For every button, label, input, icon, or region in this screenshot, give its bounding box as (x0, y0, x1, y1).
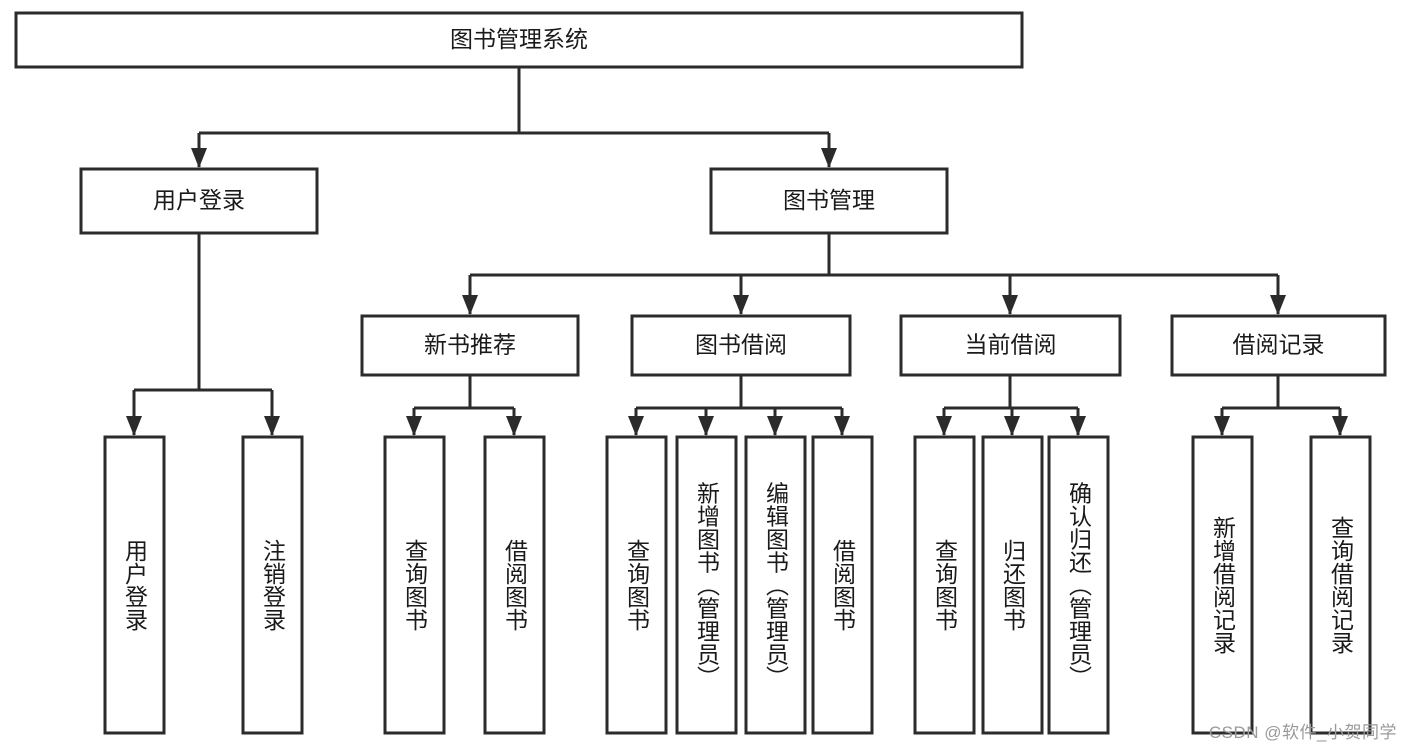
node-label: 当前借阅 (965, 332, 1057, 358)
arrow-head-icon (698, 416, 714, 436)
node-label: 借阅图书 (502, 539, 529, 631)
connector-newbook_to_leaves (412, 375, 516, 435)
node-box[interactable] (630, 314, 852, 377)
node-box[interactable] (383, 435, 446, 735)
node-box[interactable] (79, 167, 319, 235)
node-box[interactable] (811, 435, 874, 735)
node-box[interactable] (981, 435, 1044, 735)
node-box[interactable] (1047, 435, 1110, 735)
node-label: 图书管理系统 (450, 26, 588, 52)
arrow-head-icon (126, 416, 142, 436)
leaf-node-注销登录[interactable]: 注销登录 (241, 435, 304, 735)
node-box[interactable] (14, 11, 1024, 69)
node-box[interactable] (360, 314, 580, 377)
arrow-head-icon (767, 416, 783, 436)
node-label: 图书借阅 (695, 332, 787, 358)
node-box[interactable] (241, 435, 304, 735)
leaf-node-查询图书[interactable]: 查询图书 (383, 435, 446, 735)
node-box[interactable] (103, 435, 166, 735)
leaf-node-确认归还管理员[interactable]: 确认归还（管理员） (1047, 435, 1110, 735)
node-label: 查询借阅记录 (1328, 516, 1355, 654)
connector-login_to_leaves (132, 233, 274, 435)
node-box[interactable] (1191, 435, 1254, 735)
arrow-head-icon (834, 416, 850, 436)
node-label: 用户登录 (153, 187, 245, 213)
node-label: 查询图书 (932, 539, 959, 631)
module-node-用户登录[interactable]: 用户登录 (79, 167, 319, 235)
arrow-head-icon (506, 416, 522, 436)
node-label: 新书推荐 (424, 332, 516, 358)
submodule-node-新书推荐[interactable]: 新书推荐 (360, 314, 580, 377)
leaf-node-新增借阅记录[interactable]: 新增借阅记录 (1191, 435, 1254, 735)
leaf-node-归还图书[interactable]: 归还图书 (981, 435, 1044, 735)
leaf-node-借阅图书[interactable]: 借阅图书 (483, 435, 546, 735)
node-label: 借阅记录 (1233, 332, 1325, 358)
node-label: 图书管理 (783, 187, 875, 213)
node-label: 新增借阅记录 (1210, 516, 1237, 654)
arrow-head-icon (733, 295, 749, 315)
node-label: 确认归还（管理员） (1066, 482, 1093, 689)
node-label: 新增图书（管理员） (694, 482, 721, 689)
leaf-node-用户登录[interactable]: 用户登录 (103, 435, 166, 735)
arrow-head-icon (821, 148, 837, 168)
arrow-head-icon (1332, 416, 1348, 436)
submodule-node-图书借阅[interactable]: 图书借阅 (630, 314, 852, 377)
node-box[interactable] (605, 435, 668, 735)
leaf-node-查询图书[interactable]: 查询图书 (913, 435, 976, 735)
arrow-head-icon (1270, 295, 1286, 315)
node-label: 归还图书 (1000, 539, 1027, 631)
node-label: 查询图书 (624, 539, 651, 631)
node-box[interactable] (899, 314, 1122, 377)
arrow-head-icon (1004, 416, 1020, 436)
root-node-图书管理系统[interactable]: 图书管理系统 (14, 11, 1024, 69)
leaf-node-查询借阅记录[interactable]: 查询借阅记录 (1309, 435, 1372, 735)
connector-borrow_to_leaves (634, 375, 844, 435)
node-label: 注销登录 (260, 539, 287, 631)
leaf-node-查询图书[interactable]: 查询图书 (605, 435, 668, 735)
arrow-head-icon (936, 416, 952, 436)
arrow-head-icon (462, 295, 478, 315)
node-box[interactable] (483, 435, 546, 735)
connector-root_to_level2 (197, 67, 831, 167)
node-label: 借阅图书 (830, 539, 857, 631)
leaf-node-借阅图书[interactable]: 借阅图书 (811, 435, 874, 735)
node-box[interactable] (1309, 435, 1372, 735)
leaf-node-编辑图书管理员[interactable]: 编辑图书（管理员） (744, 435, 807, 735)
submodule-node-借阅记录[interactable]: 借阅记录 (1170, 314, 1387, 377)
arrow-head-icon (1214, 416, 1230, 436)
connector-record_to_leaves (1220, 375, 1342, 435)
node-box[interactable] (675, 435, 738, 735)
node-box[interactable] (709, 167, 949, 235)
leaf-node-新增图书管理员[interactable]: 新增图书（管理员） (675, 435, 738, 735)
node-layer: 图书管理系统用户登录图书管理新书推荐图书借阅当前借阅借阅记录用户登录注销登录查询… (14, 11, 1387, 735)
submodule-node-当前借阅[interactable]: 当前借阅 (899, 314, 1122, 377)
connector-layer (126, 67, 1348, 436)
arrow-head-icon (1002, 295, 1018, 315)
node-label: 用户登录 (122, 539, 149, 631)
arrow-head-icon (1070, 416, 1086, 436)
arrow-head-icon (191, 148, 207, 168)
connector-books_to_level3 (468, 233, 1280, 314)
module-node-图书管理[interactable]: 图书管理 (709, 167, 949, 235)
node-box[interactable] (913, 435, 976, 735)
arrow-head-icon (406, 416, 422, 436)
node-box[interactable] (744, 435, 807, 735)
node-box[interactable] (1170, 314, 1387, 377)
arrow-head-icon (628, 416, 644, 436)
arrow-head-icon (264, 416, 280, 436)
node-label: 查询图书 (402, 539, 429, 631)
node-label: 编辑图书（管理员） (763, 482, 790, 689)
